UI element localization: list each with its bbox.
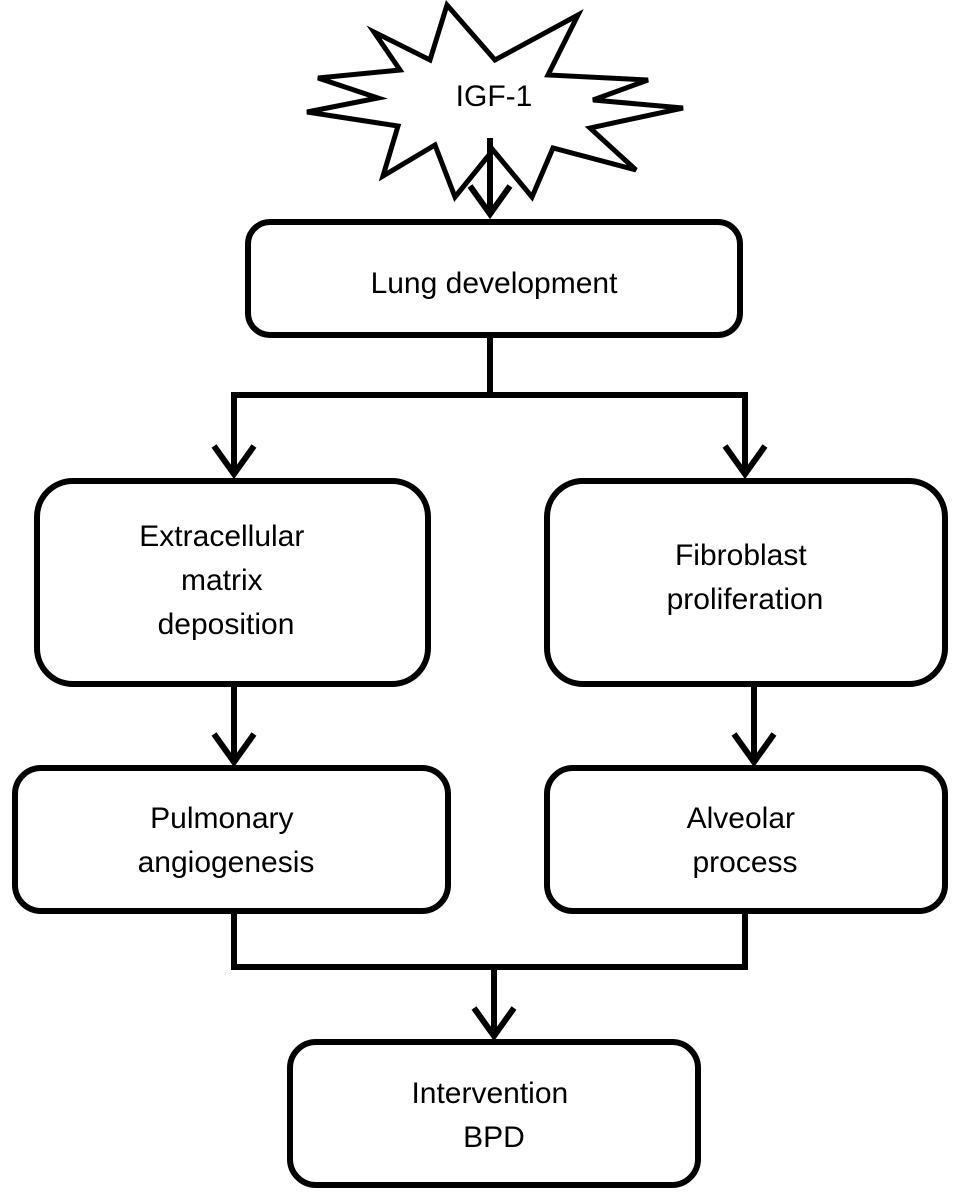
pulmonary-angiogenesis-label: Pulmonary angiogenesis <box>138 802 315 879</box>
arrowhead-merge-to-bpd <box>471 1006 517 1042</box>
arrowhead-split-to-fibroblast <box>722 444 768 480</box>
alveolar-process-label: Alveolar process <box>687 802 804 879</box>
fibroblast-proliferation-box <box>544 478 948 687</box>
arrowhead-igf1-to-lung <box>467 184 513 220</box>
fibroblast-proliferation-label: Fibroblast proliferation <box>667 539 824 616</box>
lung-development-node: Lung development <box>245 219 743 338</box>
igf1-label: IGF-1 <box>456 80 533 113</box>
pulmonary-angiogenesis-box <box>12 765 451 914</box>
pulmonary-angiogenesis-node: Pulmonary angiogenesis <box>12 765 451 914</box>
lung-development-box <box>245 219 743 338</box>
igf1-node: IGF-1 <box>306 0 684 202</box>
alveolar-process-box <box>544 765 948 914</box>
ecm-deposition-label: Extracellular matrix deposition <box>139 520 312 641</box>
ecm-deposition-node: Extracellular matrix deposition <box>34 478 431 687</box>
arrowhead-ecm-to-angiogenesis <box>211 732 257 768</box>
arrowhead-fibroblast-to-alveolar <box>731 732 777 768</box>
arrowhead-split-to-ecm <box>211 444 257 480</box>
connectors <box>211 138 777 1042</box>
intervention-bpd-label: Intervention BPD <box>411 1077 576 1154</box>
intervention-bpd-box <box>287 1039 701 1188</box>
lung-development-label: Lung development <box>371 267 619 300</box>
intervention-bpd-node: Intervention BPD <box>287 1039 701 1188</box>
fibroblast-proliferation-node: Fibroblast proliferation <box>544 478 948 687</box>
alveolar-process-node: Alveolar process <box>544 765 948 914</box>
